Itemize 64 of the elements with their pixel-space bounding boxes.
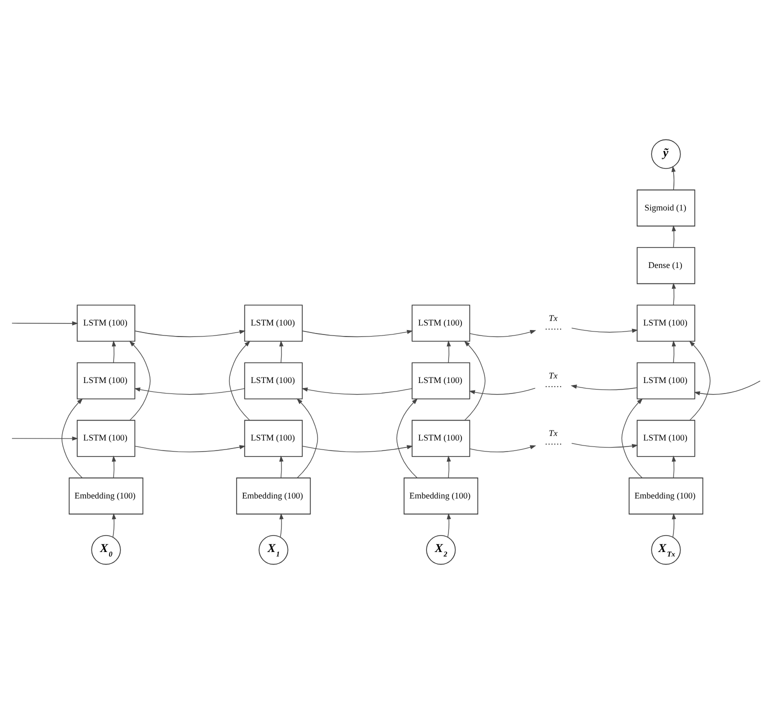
arrow — [571, 328, 638, 333]
arrow — [570, 384, 638, 390]
node-box: LSTM (100) — [76, 362, 136, 400]
node-box: LSTM (100) — [412, 304, 470, 342]
node-circle: ỹ — [651, 139, 681, 169]
node-box: LSTM (100) — [76, 304, 136, 342]
node-box: LSTM (100) — [244, 362, 303, 400]
arrow — [671, 166, 676, 190]
arrow — [129, 340, 151, 421]
node-box: LSTM (100) — [636, 362, 696, 400]
arrow — [12, 436, 78, 441]
arrow — [672, 513, 676, 538]
arrow — [302, 330, 414, 338]
arrow — [302, 445, 414, 452]
node-box: Embedding (100) — [404, 478, 478, 514]
node-circle: X$_{2}$ — [426, 535, 456, 565]
arrow — [672, 225, 676, 248]
arrow — [134, 445, 246, 452]
arrow — [228, 340, 250, 421]
node-box: LSTM (100) — [412, 362, 470, 400]
arrow — [112, 340, 116, 363]
node-circle: X$_{0}$ — [91, 535, 121, 565]
arrow — [12, 321, 78, 326]
arrow — [571, 442, 638, 448]
arrow — [621, 398, 643, 478]
arrow — [446, 340, 451, 363]
arrow — [672, 340, 676, 363]
arrow — [470, 330, 536, 338]
node-box: Embedding (100) — [236, 478, 311, 514]
node-box: Embedding (100) — [68, 478, 144, 514]
arrow — [694, 380, 760, 396]
arrow — [446, 513, 451, 538]
arrow — [468, 388, 536, 395]
node-box: Dense (1) — [636, 247, 696, 284]
node-box: LSTM (100) — [76, 420, 136, 457]
node-box: LSTM (100) — [636, 304, 696, 342]
node-text: Tx …… — [544, 312, 562, 332]
arrow — [672, 282, 676, 306]
arrow — [279, 513, 284, 538]
arrow — [446, 456, 451, 478]
arrow — [672, 456, 676, 478]
arrow — [112, 513, 116, 538]
arrow — [470, 445, 536, 452]
arrow — [134, 330, 246, 338]
node-box: Sigmoid (1) — [636, 190, 696, 226]
node-box: LSTM (100) — [412, 420, 470, 457]
node-text: Tx …… — [544, 370, 562, 390]
node-box: LSTM (100) — [244, 304, 303, 342]
arrow — [279, 340, 284, 363]
node-text: Tx …… — [544, 428, 562, 447]
arrow — [62, 398, 83, 478]
node-box: Embedding (100) — [628, 478, 704, 514]
arrow — [464, 340, 486, 421]
arrow — [279, 456, 284, 478]
node-box: LSTM (100) — [244, 420, 303, 457]
arrow — [134, 388, 245, 395]
arrow — [689, 340, 710, 421]
arrow — [302, 388, 412, 395]
arrow — [396, 398, 418, 478]
node-box: LSTM (100) — [636, 420, 696, 457]
node-circle: X$_{1}$ — [258, 535, 288, 565]
arrow — [296, 398, 318, 478]
node-circle: X$_{Tx}$ — [651, 535, 681, 565]
arrow — [112, 456, 116, 478]
